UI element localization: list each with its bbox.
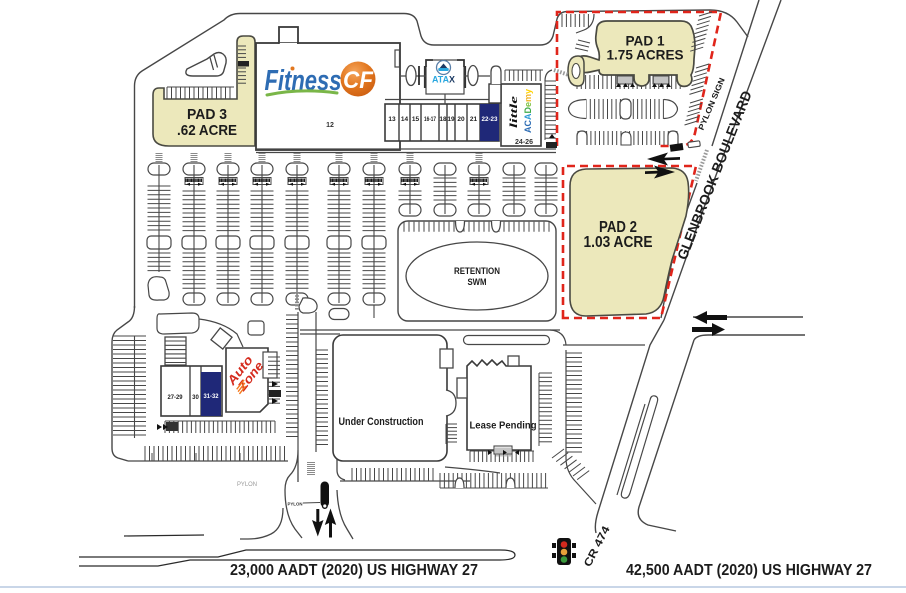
svg-text:SWM: SWM [468,277,487,287]
svg-text:15: 15 [412,116,420,123]
svg-text:22-23: 22-23 [482,116,498,123]
svg-text:PYLON: PYLON [237,482,257,488]
svg-text:ATAX: ATAX [432,75,456,86]
svg-text:24-26: 24-26 [515,139,533,146]
svg-text:42,500 AADT (2020) US HIGHWAY: 42,500 AADT (2020) US HIGHWAY 27 [626,562,872,579]
svg-text:23,000 AADT (2020) US HIGHWAY: 23,000 AADT (2020) US HIGHWAY 27 [230,562,478,579]
svg-text:16-17: 16-17 [424,116,436,123]
svg-text:little: little [509,95,520,128]
svg-text:21: 21 [470,116,478,123]
svg-text:27-29: 27-29 [168,395,184,401]
svg-text:PAD 1: PAD 1 [626,33,665,49]
svg-text:19: 19 [447,116,455,123]
svg-text:.62 ACRE: .62 ACRE [177,122,237,139]
svg-text:30: 30 [192,395,199,401]
svg-text:14: 14 [401,116,409,123]
svg-text:31-32: 31-32 [204,394,220,400]
svg-text:13: 13 [388,116,396,123]
svg-text:1.75 ACRES: 1.75 ACRES [607,47,684,63]
svg-text:PYLON: PYLON [288,502,303,508]
svg-text:1.03 ACRE: 1.03 ACRE [584,234,653,251]
svg-text:PAD 2: PAD 2 [599,219,637,236]
svg-text:12: 12 [326,122,334,129]
svg-text:RETENTION: RETENTION [454,266,500,276]
svg-text:20: 20 [457,116,465,123]
svg-text:Under Construction: Under Construction [339,416,424,428]
svg-text:18: 18 [439,116,447,123]
svg-text:ACADemy: ACADemy [523,89,533,133]
svg-text:Lease Pending: Lease Pending [470,420,537,432]
svg-text:CF: CF [343,67,374,94]
svg-text:PAD 3: PAD 3 [187,106,227,123]
